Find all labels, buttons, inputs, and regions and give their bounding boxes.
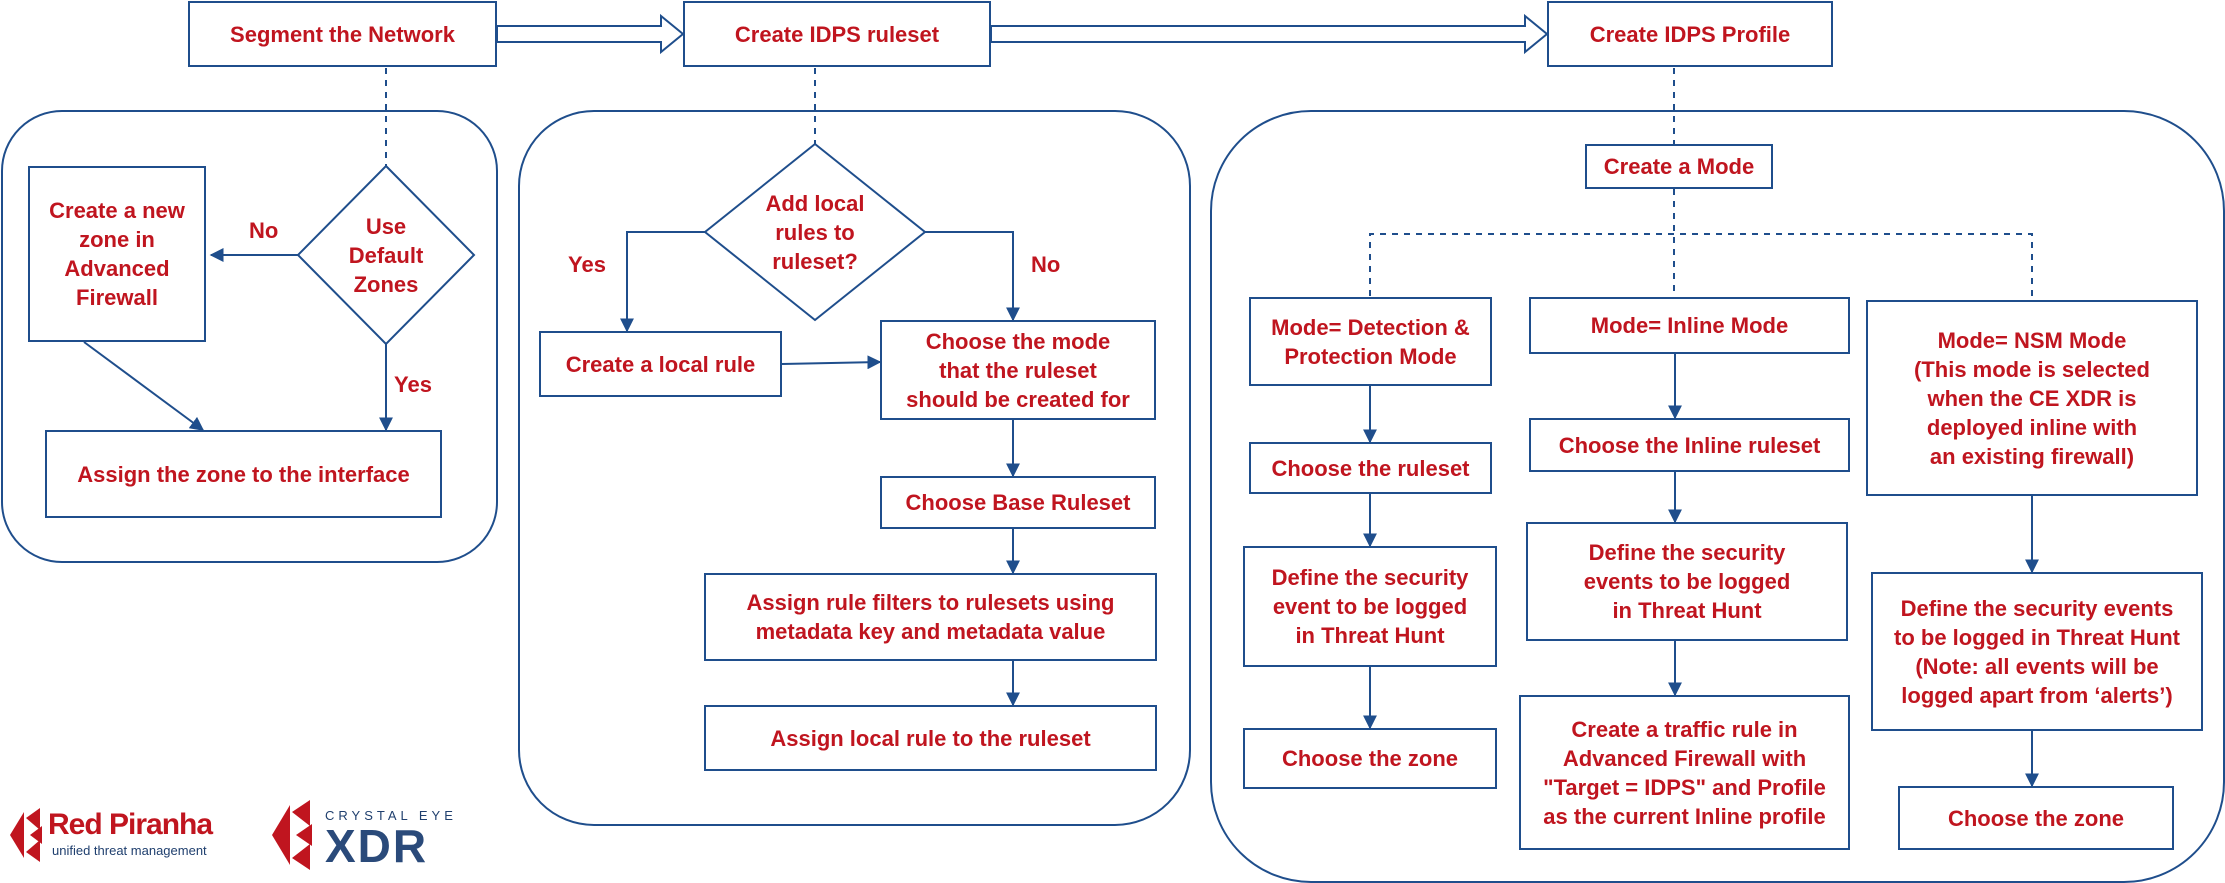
decision-add-local-rules [703, 142, 927, 322]
assign-rule-filters-box: Assign rule filters to rulesets using me… [704, 573, 1157, 661]
hollow-arrow-1 [496, 13, 685, 55]
choose-zone-dp-box: Choose the zone [1243, 728, 1497, 789]
define-event-dp-box: Define the security event to be logged i… [1243, 546, 1497, 667]
red-piranha-logo-mark [10, 808, 42, 862]
arrow-newzone-assign [83, 341, 205, 431]
crystal-eye-logo-top: CRYSTAL EYE [325, 808, 457, 823]
mode-inline-box: Mode= Inline Mode [1529, 297, 1850, 354]
edge-label-no-left: No [249, 218, 279, 243]
edge-label-yes-mid: Yes [568, 252, 606, 277]
mode-nsm-box: Mode= NSM Mode (This mode is selected wh… [1866, 300, 2198, 496]
define-events-nsm-box: Define the security events to be logged … [1871, 572, 2203, 731]
define-events-inline-box: Define the security events to be logged … [1526, 522, 1848, 641]
create-mode-box: Create a Mode [1585, 144, 1773, 189]
choose-inline-ruleset-box: Choose the Inline ruleset [1529, 418, 1850, 472]
create-local-rule-box: Create a local rule [539, 331, 782, 397]
edge-label-no-mid: No [1031, 252, 1061, 277]
group-ruleset [518, 110, 1191, 826]
assign-local-rule-box: Assign local rule to the ruleset [704, 705, 1157, 771]
edge-label-yes-left: Yes [394, 372, 432, 397]
choose-zone-nsm-box: Choose the zone [1898, 786, 2174, 850]
group-profile [1210, 110, 2225, 883]
create-traffic-rule-box: Create a traffic rule in Advanced Firewa… [1519, 695, 1850, 850]
choose-mode-box: Choose the mode that the ruleset should … [880, 320, 1156, 420]
choose-ruleset-box: Choose the ruleset [1249, 442, 1492, 494]
use-default-zones-text: Use Default Zones [348, 213, 424, 297]
group-network [1, 110, 498, 563]
create-idps-profile-box: Create IDPS Profile [1547, 1, 1833, 67]
arrow-no-mid [925, 231, 1020, 322]
choose-base-ruleset-box: Choose Base Ruleset [880, 476, 1156, 529]
dash-mode-branches [1369, 233, 2033, 300]
arrow-yes-mid [620, 231, 705, 333]
create-new-zone-box: Create a new zone in Advanced Firewall [28, 166, 206, 342]
add-local-rules-text: Add local rules to ruleset? [765, 190, 865, 274]
create-idps-ruleset-box: Create IDPS ruleset [683, 1, 991, 67]
mode-detection-protection-box: Mode= Detection & Protection Mode [1249, 297, 1492, 386]
arrow-local-to-mode [781, 355, 882, 370]
segment-network-box: Segment the Network [188, 1, 497, 67]
red-piranha-logo-name: Red Piranha [48, 808, 213, 841]
hollow-arrow-2 [990, 13, 1549, 55]
assign-zone-box: Assign the zone to the interface [45, 430, 442, 518]
crystal-eye-logo-mark [272, 800, 312, 870]
crystal-eye-logo-xdr: XDR [325, 820, 429, 872]
red-piranha-logo-tagline: unified threat management [52, 843, 207, 858]
